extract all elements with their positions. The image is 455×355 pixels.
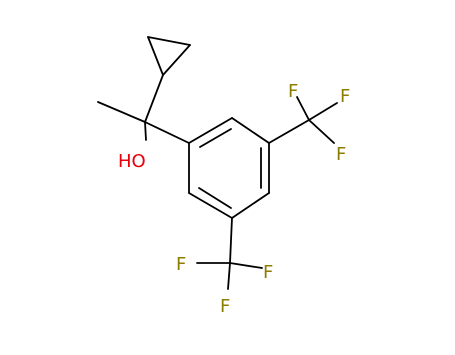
bond-cyclopropyl-1 xyxy=(147,36,191,46)
bond-cf3-lower-f2 xyxy=(229,262,263,269)
fluorine-label-6: F xyxy=(220,296,230,317)
bonds xyxy=(97,36,338,290)
fluorine-label-1: F xyxy=(288,81,298,102)
bond-ring-de xyxy=(231,192,270,219)
bond-ring-ab xyxy=(188,117,233,144)
fluorine-label-4: F xyxy=(176,254,186,275)
bond-ring-inner-1 xyxy=(199,128,232,148)
bond-center-ring xyxy=(144,121,190,144)
bond-ring-cf3-upper xyxy=(268,119,310,144)
bond-cf3-upper-f1 xyxy=(296,96,310,121)
bond-ring-bc xyxy=(231,117,270,144)
bond-cf3-upper-f3 xyxy=(308,119,335,144)
bond-cf3-lower-f3 xyxy=(227,262,231,290)
bond-ring-inner-3 xyxy=(198,187,232,209)
hydroxyl-label: HO xyxy=(118,151,146,172)
bond-cf3-upper-f2 xyxy=(308,102,338,121)
bond-cyclopropyl-center xyxy=(144,74,164,123)
fluorine-label-3: F xyxy=(336,144,346,165)
bond-methyl xyxy=(97,101,146,123)
bond-c-o xyxy=(144,121,147,141)
bond-cyclopropyl-2 xyxy=(147,36,164,76)
bond-ring-ef xyxy=(188,192,233,219)
fluorine-label-5: F xyxy=(263,262,273,283)
bond-cyclopropyl-3 xyxy=(162,44,191,76)
bond-ring-cf3-lower xyxy=(229,217,233,264)
fluorine-label-2: F xyxy=(340,86,350,107)
